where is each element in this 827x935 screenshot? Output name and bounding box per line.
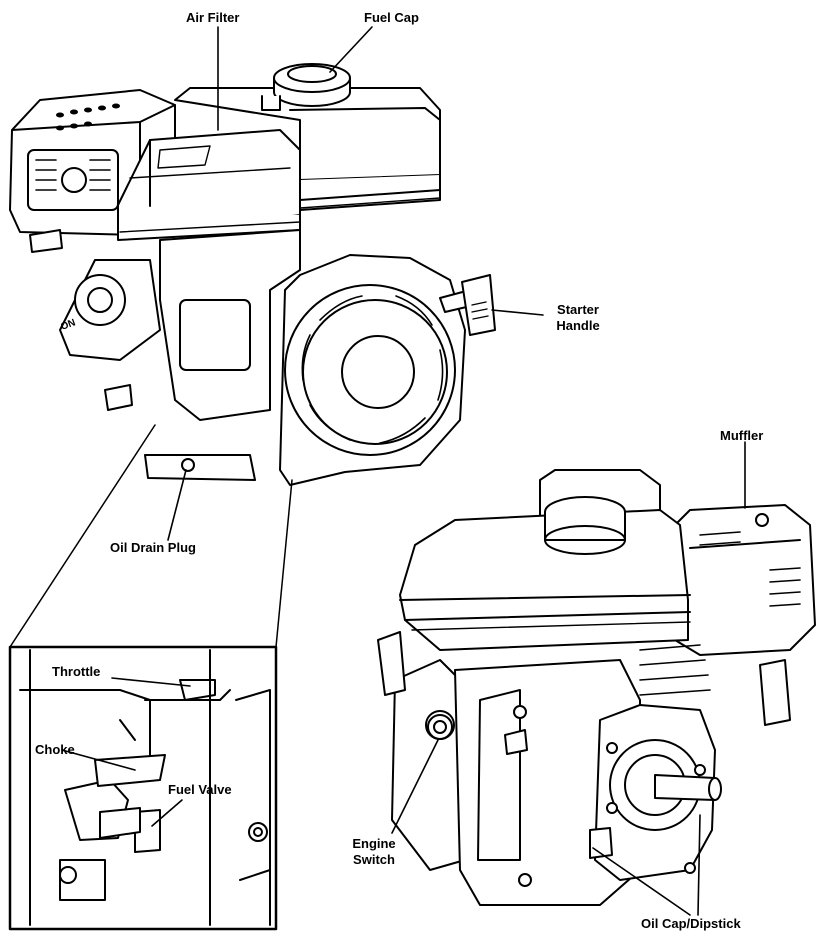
label-choke: Choke [35,742,75,757]
engine-block-front [29,229,301,481]
label-starter-handle: Starter Handle [548,302,608,334]
engine-switch-drawing [425,710,455,740]
label-fuel-valve: Fuel Valve [168,782,232,797]
label-air-filter: Air Filter [186,10,240,25]
engine-rear-view [377,469,816,906]
muffler-guard-left [9,89,176,236]
muffler-drawing [669,504,816,656]
label-starter-handle-line2: Handle [556,318,600,333]
label-engine-switch-line1: Engine [352,836,396,851]
pto-cover [589,659,791,881]
label-engine-switch-line2: Switch [353,852,395,867]
label-throttle: Throttle [52,664,101,679]
label-muffler: Muffler [720,428,764,443]
recoil-starter [279,254,466,486]
on-badge: ON [59,317,77,332]
leader-lines [61,26,746,916]
rear-starter [377,631,466,871]
label-fuel-cap: Fuel Cap [364,10,419,25]
fuel-cap-drawing [261,63,351,111]
fuel-tank-rear [399,469,691,651]
engine-front-view: ON [9,63,496,486]
label-oil-cap-dipstick: Oil Cap/Dipstick [641,916,741,931]
label-engine-switch: Engine Switch [344,836,404,868]
air-filter-housing [117,129,301,241]
cylinder-fins [639,644,711,696]
label-oil-drain-plug: Oil Drain Plug [110,540,196,555]
fuel-tank-front [174,87,441,211]
starter-handle-drawing [439,274,496,336]
detail-inset [8,424,293,931]
label-starter-handle-line1: Starter [557,302,599,317]
